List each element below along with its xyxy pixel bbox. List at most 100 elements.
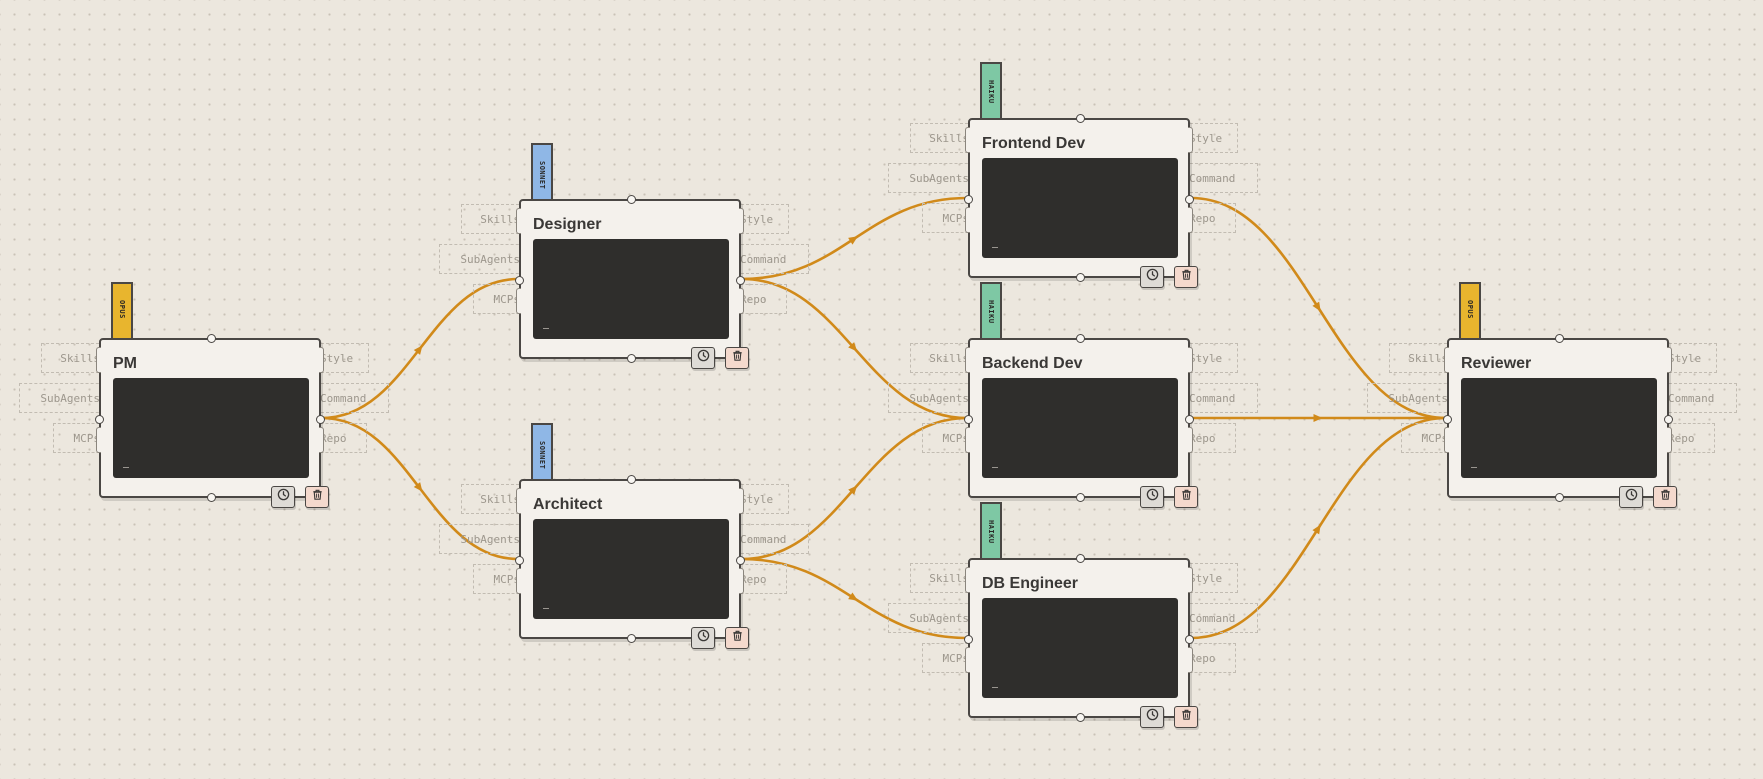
side-slot[interactable] bbox=[1188, 347, 1193, 373]
side-slot[interactable] bbox=[965, 567, 970, 593]
side-slot[interactable] bbox=[1444, 347, 1449, 373]
node-architect[interactable]: Architect bbox=[515, 475, 745, 643]
delete-button[interactable] bbox=[1174, 266, 1198, 288]
edge-arrow bbox=[848, 485, 858, 495]
side-slot[interactable] bbox=[965, 347, 970, 373]
port-bottom[interactable] bbox=[1555, 493, 1564, 502]
port-top[interactable] bbox=[1076, 554, 1085, 563]
port-right[interactable] bbox=[1185, 195, 1194, 204]
side-slot[interactable] bbox=[516, 568, 521, 594]
node-reviewer[interactable]: Reviewer bbox=[1443, 334, 1673, 502]
model-tag-sonnet: SONNET bbox=[531, 143, 553, 199]
edge-arrow bbox=[1313, 414, 1323, 422]
terminal-output[interactable] bbox=[533, 239, 729, 339]
port-right[interactable] bbox=[736, 556, 745, 565]
edge-arrow bbox=[1312, 301, 1321, 312]
port-bottom[interactable] bbox=[1076, 273, 1085, 282]
history-button[interactable] bbox=[691, 627, 715, 649]
history-button[interactable] bbox=[1140, 706, 1164, 728]
delete-button[interactable] bbox=[305, 486, 329, 508]
side-slot[interactable] bbox=[965, 127, 970, 153]
side-slot[interactable] bbox=[1188, 567, 1193, 593]
side-slot[interactable] bbox=[96, 347, 101, 373]
node-title: Backend Dev bbox=[982, 355, 1083, 372]
port-bottom[interactable] bbox=[1076, 713, 1085, 722]
side-slot[interactable] bbox=[319, 347, 324, 373]
side-slot[interactable] bbox=[516, 488, 521, 514]
edge-arrow bbox=[848, 592, 858, 601]
delete-button[interactable] bbox=[1174, 486, 1198, 508]
side-slot[interactable] bbox=[965, 647, 970, 673]
side-slot[interactable] bbox=[1188, 207, 1193, 233]
node-pm[interactable]: PM bbox=[95, 334, 325, 502]
terminal-output[interactable] bbox=[1461, 378, 1657, 478]
port-left[interactable] bbox=[964, 635, 973, 644]
side-slot[interactable] bbox=[739, 288, 744, 314]
side-slot[interactable] bbox=[739, 568, 744, 594]
port-left[interactable] bbox=[515, 276, 524, 285]
clock-icon bbox=[697, 349, 710, 367]
port-label-command: Command bbox=[731, 524, 809, 554]
port-label-command: Command bbox=[1180, 163, 1258, 193]
port-top[interactable] bbox=[1555, 334, 1564, 343]
node-backend[interactable]: Backend Dev bbox=[964, 334, 1194, 502]
side-slot[interactable] bbox=[739, 488, 744, 514]
side-slot[interactable] bbox=[516, 208, 521, 234]
port-top[interactable] bbox=[627, 475, 636, 484]
history-button[interactable] bbox=[271, 486, 295, 508]
port-top[interactable] bbox=[627, 195, 636, 204]
node-designer[interactable]: Designer bbox=[515, 195, 745, 363]
side-slot[interactable] bbox=[1667, 347, 1672, 373]
port-right[interactable] bbox=[1185, 635, 1194, 644]
history-button[interactable] bbox=[691, 347, 715, 369]
side-slot[interactable] bbox=[1667, 427, 1672, 453]
port-left[interactable] bbox=[95, 415, 104, 424]
model-label: OPUS bbox=[118, 300, 126, 319]
port-right[interactable] bbox=[316, 415, 325, 424]
port-bottom[interactable] bbox=[627, 634, 636, 643]
delete-button[interactable] bbox=[1653, 486, 1677, 508]
port-top[interactable] bbox=[1076, 334, 1085, 343]
side-slot[interactable] bbox=[965, 207, 970, 233]
node-db[interactable]: DB Engineer bbox=[964, 554, 1194, 722]
terminal-cursor bbox=[543, 328, 549, 329]
side-slot[interactable] bbox=[1188, 127, 1193, 153]
side-slot[interactable] bbox=[739, 208, 744, 234]
side-slot[interactable] bbox=[319, 427, 324, 453]
history-button[interactable] bbox=[1140, 266, 1164, 288]
side-slot[interactable] bbox=[1188, 427, 1193, 453]
port-top[interactable] bbox=[1076, 114, 1085, 123]
node-title: DB Engineer bbox=[982, 575, 1079, 592]
side-slot[interactable] bbox=[516, 288, 521, 314]
port-top[interactable] bbox=[207, 334, 216, 343]
port-bottom[interactable] bbox=[627, 354, 636, 363]
terminal-output[interactable] bbox=[113, 378, 309, 478]
delete-button[interactable] bbox=[725, 347, 749, 369]
terminal-output[interactable] bbox=[982, 598, 1178, 698]
terminal-cursor bbox=[992, 467, 998, 468]
port-left[interactable] bbox=[964, 415, 973, 424]
port-right[interactable] bbox=[1664, 415, 1673, 424]
port-right[interactable] bbox=[736, 276, 745, 285]
delete-button[interactable] bbox=[725, 627, 749, 649]
side-slot[interactable] bbox=[1188, 647, 1193, 673]
port-bottom[interactable] bbox=[207, 493, 216, 502]
trash-icon bbox=[731, 349, 744, 367]
side-slot[interactable] bbox=[1444, 427, 1449, 453]
port-right[interactable] bbox=[1185, 415, 1194, 424]
terminal-output[interactable] bbox=[982, 378, 1178, 478]
port-bottom[interactable] bbox=[1076, 493, 1085, 502]
terminal-output[interactable] bbox=[982, 158, 1178, 258]
node-frontend[interactable]: Frontend Dev bbox=[964, 114, 1194, 282]
clock-icon bbox=[1146, 708, 1159, 726]
clock-icon bbox=[1146, 488, 1159, 506]
delete-button[interactable] bbox=[1174, 706, 1198, 728]
port-left[interactable] bbox=[964, 195, 973, 204]
history-button[interactable] bbox=[1140, 486, 1164, 508]
side-slot[interactable] bbox=[965, 427, 970, 453]
port-left[interactable] bbox=[1443, 415, 1452, 424]
side-slot[interactable] bbox=[96, 427, 101, 453]
terminal-output[interactable] bbox=[533, 519, 729, 619]
history-button[interactable] bbox=[1619, 486, 1643, 508]
port-left[interactable] bbox=[515, 556, 524, 565]
